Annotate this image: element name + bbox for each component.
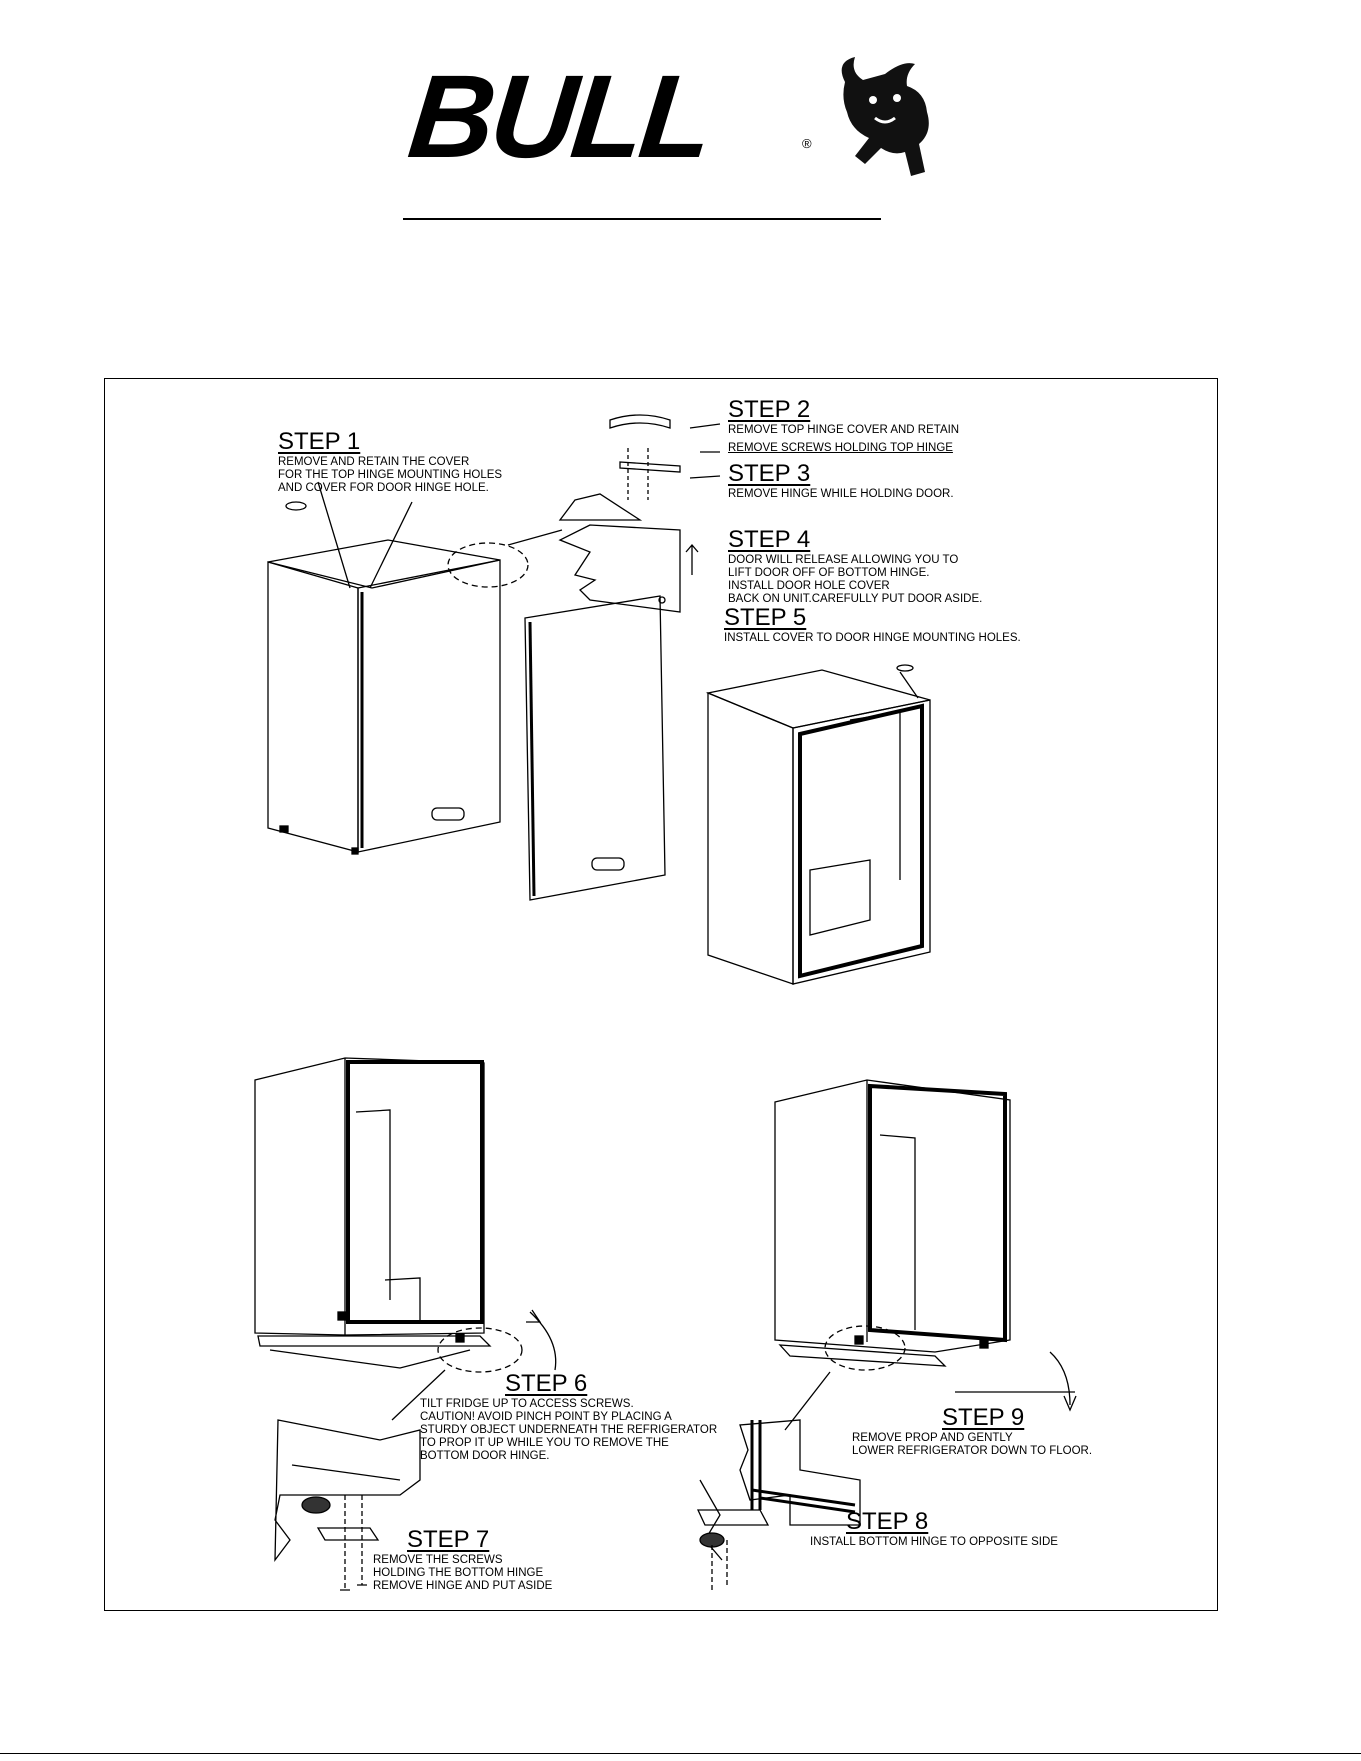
step-4-line-1: DOOR WILL RELEASE ALLOWING YOU TO (728, 554, 959, 566)
step-7-line-3: REMOVE HINGE AND PUT ASIDE (373, 1580, 553, 1592)
step-7-heading: STEP 7 (407, 1526, 490, 1553)
step-8: STEP 8 INSTALL BOTTOM HINGE TO OPPOSITE … (810, 1510, 1058, 1549)
step-6-heading: STEP 6 (505, 1370, 588, 1397)
step-9-line-2: LOWER REFRIGERATOR DOWN TO FLOOR. (852, 1445, 1093, 1457)
step-2: STEP 2 REMOVE TOP HINGE COVER AND RETAIN… (728, 398, 959, 455)
step-8-heading: STEP 8 (846, 1508, 929, 1535)
step-8-line-1: INSTALL BOTTOM HINGE TO OPPOSITE SIDE (810, 1536, 1058, 1548)
step-2-line-2: REMOVE SCREWS HOLDING TOP HINGE (728, 442, 953, 454)
step-4-heading: STEP 4 (728, 526, 811, 553)
door-illustration (524, 595, 666, 901)
fridge-open-illustration (705, 664, 931, 985)
brand-logo: BULL ® (403, 51, 950, 192)
step-1-heading: STEP 1 (278, 428, 361, 455)
step-4-line-3: INSTALL DOOR HOLE COVER (728, 580, 890, 592)
top-hinge-detail (507, 414, 721, 613)
step-9: STEP 9 REMOVE PROP AND GENTLY LOWER REFR… (852, 1406, 1092, 1458)
footer-rule (0, 1753, 1361, 1754)
step-4-line-2: LIFT DOOR OFF OF BOTTOM HINGE. (728, 567, 930, 579)
step-7-line-1: REMOVE THE SCREWS (373, 1554, 503, 1566)
step-6-line-4: TO PROP IT UP WHILE YOU TO REMOVE THE (420, 1437, 669, 1449)
step-4-line-4: BACK ON UNIT.CAREFULLY PUT DOOR ASIDE. (728, 593, 983, 605)
fridge-tilted-illustration (254, 1057, 557, 1591)
step-3-line-1: REMOVE HINGE WHILE HOLDING DOOR. (728, 488, 954, 500)
step-1-line-1: REMOVE AND RETAIN THE COVER (278, 456, 470, 468)
step-6-line-2: CAUTION! AVOID PINCH POINT BY PLACING A (420, 1411, 672, 1423)
step-7-line-2: HOLDING THE BOTTOM HINGE (373, 1567, 544, 1579)
step-9-line-1: REMOVE PROP AND GENTLY (852, 1432, 1013, 1444)
step-6-line-1: TILT FRIDGE UP TO ACCESS SCREWS. (420, 1398, 634, 1410)
step-6-line-5: BOTTOM DOOR HINGE. (420, 1450, 550, 1462)
bull-head-icon (841, 57, 929, 176)
step-5: STEP 5 INSTALL COVER TO DOOR HINGE MOUNT… (724, 606, 1021, 645)
registered-mark: ® (802, 136, 812, 151)
fridge-closed-illustration (267, 481, 529, 855)
step-7: STEP 7 REMOVE THE SCREWS HOLDING THE BOT… (373, 1528, 552, 1593)
step-6: STEP 6 TILT FRIDGE UP TO ACCESS SCREWS. … (420, 1372, 717, 1463)
step-6-line-3: STURDY OBJECT UNDERNEATH THE REFRIGERATO… (420, 1424, 718, 1436)
step-3-heading: STEP 3 (728, 460, 811, 487)
instruction-frame (104, 378, 1218, 1611)
step-5-heading: STEP 5 (724, 604, 807, 631)
step-5-line-1: INSTALL COVER TO DOOR HINGE MOUNTING HOL… (724, 632, 1021, 644)
fridge-lowered-illustration (696, 1079, 1077, 1590)
step-1-line-3: AND COVER FOR DOOR HINGE HOLE. (278, 482, 489, 494)
step-9-heading: STEP 9 (942, 1404, 1025, 1431)
title-underline (403, 218, 881, 220)
step-4: STEP 4 DOOR WILL RELEASE ALLOWING YOU TO… (728, 528, 982, 606)
step-1: STEP 1 REMOVE AND RETAIN THE COVER FOR T… (278, 430, 502, 495)
step-2-heading: STEP 2 (728, 396, 811, 423)
step-2-line-1: REMOVE TOP HINGE COVER AND RETAIN (728, 424, 960, 436)
step-1-line-2: FOR THE TOP HINGE MOUNTING HOLES (278, 469, 503, 481)
step-3: STEP 3 REMOVE HINGE WHILE HOLDING DOOR. (728, 462, 954, 501)
